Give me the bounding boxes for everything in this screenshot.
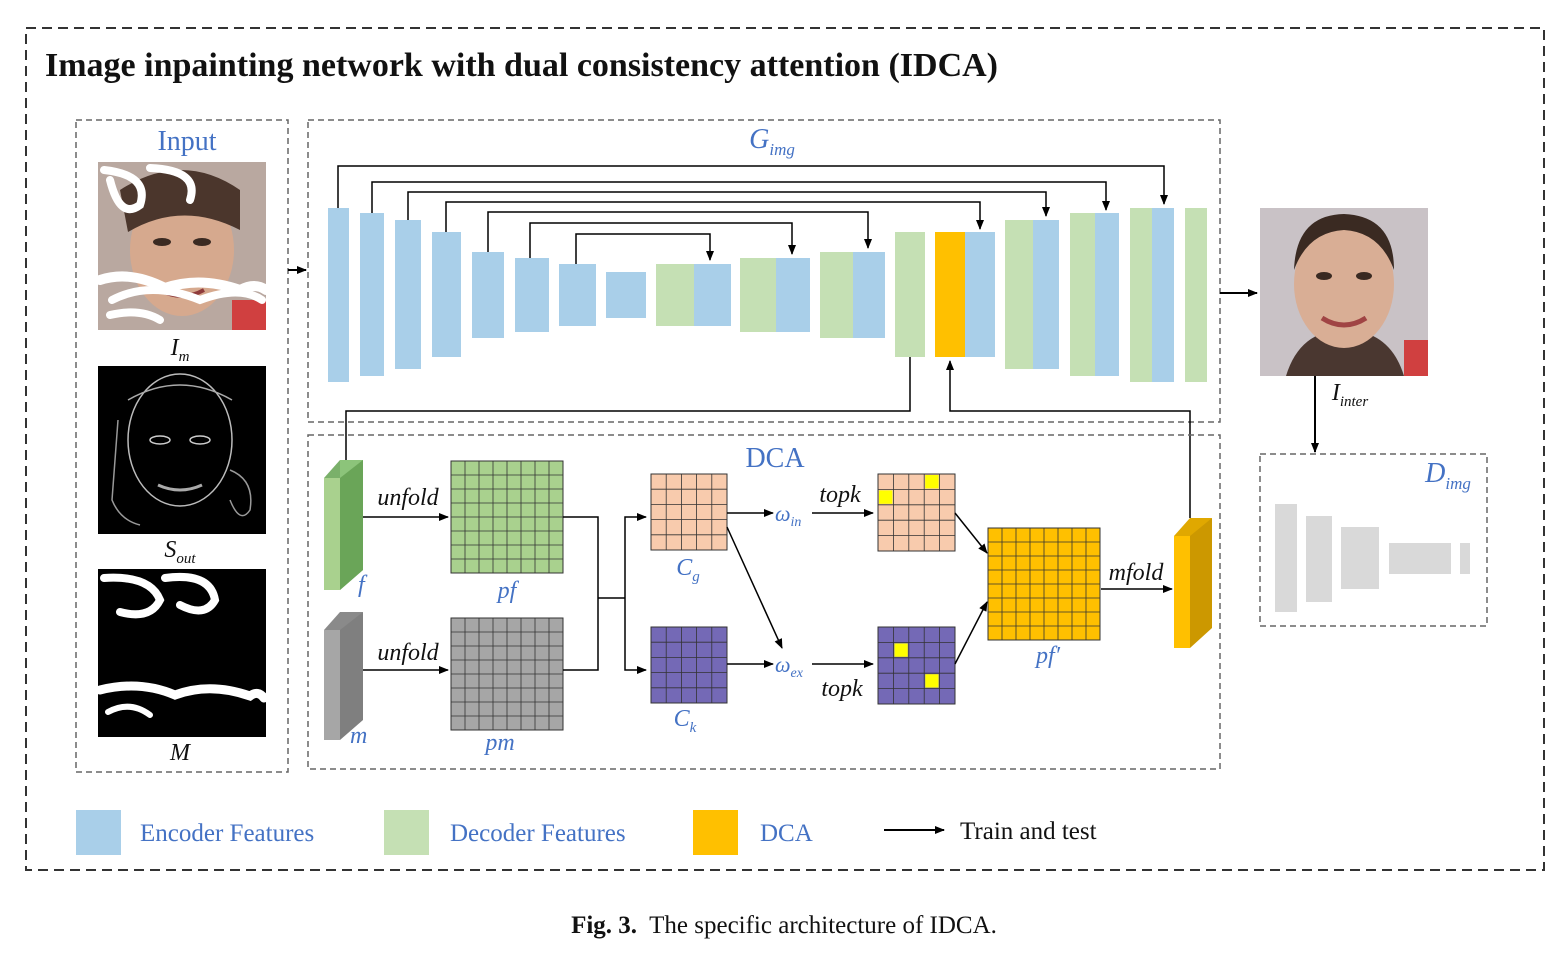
legend-swatch-decoder [384, 810, 429, 855]
input-label-m: M [169, 740, 192, 766]
w-ex-label: ωex [775, 652, 804, 681]
disc-block [1341, 527, 1379, 589]
legend-label-train: Train and test [960, 818, 1097, 845]
encoder-blocks [328, 208, 646, 382]
m-label: m [350, 723, 367, 749]
legend-swatch-dca [693, 810, 738, 855]
encoder-block [432, 232, 461, 357]
topk-intra-grid [877, 473, 956, 552]
legend-label-dca: DCA [760, 820, 813, 847]
mfold-label: mfold [1109, 560, 1165, 586]
ck-grid [650, 626, 728, 704]
topk-inter-grid [877, 626, 956, 705]
generator-label: Gimg [749, 124, 795, 159]
masked-face-image [95, 162, 271, 330]
encoder-skip-block [1033, 220, 1059, 369]
topk-highlight-cell [925, 674, 939, 688]
unfold-bottom-label: unfold [377, 640, 439, 666]
encoder-block [559, 264, 596, 326]
encoder-skip-block [776, 258, 810, 332]
encoder-skip-block [965, 232, 995, 357]
arrow-dca-to-generator [946, 360, 1191, 518]
legend-label-decoder: Decoder Features [450, 820, 626, 847]
outer-frame [25, 27, 1545, 871]
legend: Encoder Features Decoder Features DCA Tr… [76, 810, 1097, 855]
decoder-block [820, 252, 853, 338]
pm-label: pm [483, 730, 514, 756]
arrow-topk-to-pfprime-bottom [954, 601, 988, 665]
arrow-cg-to-wex [726, 526, 783, 649]
figure-title: Image inpainting network with dual consi… [45, 47, 998, 84]
topk-bottom-label: topk [821, 676, 863, 702]
disc-block [1275, 504, 1297, 612]
decoder-block [740, 258, 776, 332]
decoder-blocks [656, 208, 1207, 382]
merge-connectors [563, 513, 647, 674]
legend-swatch-encoder [76, 810, 121, 855]
f-label: f [358, 572, 368, 598]
encoder-block [395, 220, 421, 369]
output-label: Iinter [1331, 380, 1368, 410]
disc-block [1389, 543, 1451, 574]
output-face-image [1260, 208, 1428, 376]
discriminator-panel: Dimg [1259, 453, 1488, 627]
w-in-label: ωin [775, 501, 801, 530]
decoder-block [1070, 213, 1095, 376]
dca-output-slab [1174, 518, 1212, 648]
edge-map-image [98, 366, 266, 534]
input-title: Input [157, 126, 216, 157]
ck-label: Ck [674, 706, 697, 736]
pm-patch-grid [450, 617, 564, 731]
legend-label-encoder: Encoder Features [140, 820, 314, 847]
encoder-skip-block [1095, 213, 1119, 376]
decoder-block [1130, 208, 1152, 382]
mask-image [95, 569, 269, 737]
f-feature-slab [324, 460, 363, 590]
figure-caption: Fig. 3. The specific architecture of IDC… [0, 912, 1568, 940]
caption-text: The specific architecture of IDCA. [649, 912, 997, 939]
disc-block [1306, 516, 1332, 602]
input-panel: Input Im Sout [75, 119, 289, 773]
caption-prefix: Fig. 3. [571, 912, 638, 939]
input-label-im: Im [170, 335, 190, 365]
input-label-sout: Sout [164, 537, 196, 567]
cg-label: Cg [676, 555, 700, 585]
m-feature-slab [324, 612, 363, 740]
topk-highlight-cell [894, 643, 908, 657]
encoder-skip-block [694, 264, 731, 326]
cg-grid [650, 473, 728, 551]
dca-block [935, 232, 965, 357]
generator-panel: Gimg [307, 119, 1221, 423]
encoder-block [515, 258, 549, 332]
arrow-generator-to-dca [342, 357, 911, 475]
dca-panel: DCA f m unfold unfold pf pm [307, 434, 1221, 770]
pf-patch-grid [450, 460, 564, 574]
topk-highlight-cell [879, 490, 893, 504]
pf-label: pf [496, 578, 520, 604]
pf-prime-grid [987, 527, 1101, 641]
encoder-block [328, 208, 349, 382]
discriminator-label: Dimg [1424, 458, 1471, 493]
encoder-block [360, 213, 384, 376]
dca-title: DCA [745, 443, 805, 474]
encoder-skip-block [1152, 208, 1174, 382]
pf-prime-label: pf′ [1034, 643, 1061, 669]
unfold-top-label: unfold [377, 485, 439, 511]
arrow-topk-to-pfprime-top [954, 512, 988, 554]
skip-connections [337, 165, 1168, 264]
encoder-skip-block [853, 252, 885, 338]
output-decoder-block [1185, 208, 1207, 382]
encoder-block [472, 252, 504, 338]
decoder-block [1005, 220, 1033, 369]
bottleneck-block [606, 272, 646, 318]
disc-block [1460, 543, 1470, 574]
topk-highlight-cell [925, 475, 939, 489]
decoder-block [895, 232, 925, 357]
topk-top-label: topk [819, 482, 861, 508]
decoder-block [656, 264, 694, 326]
